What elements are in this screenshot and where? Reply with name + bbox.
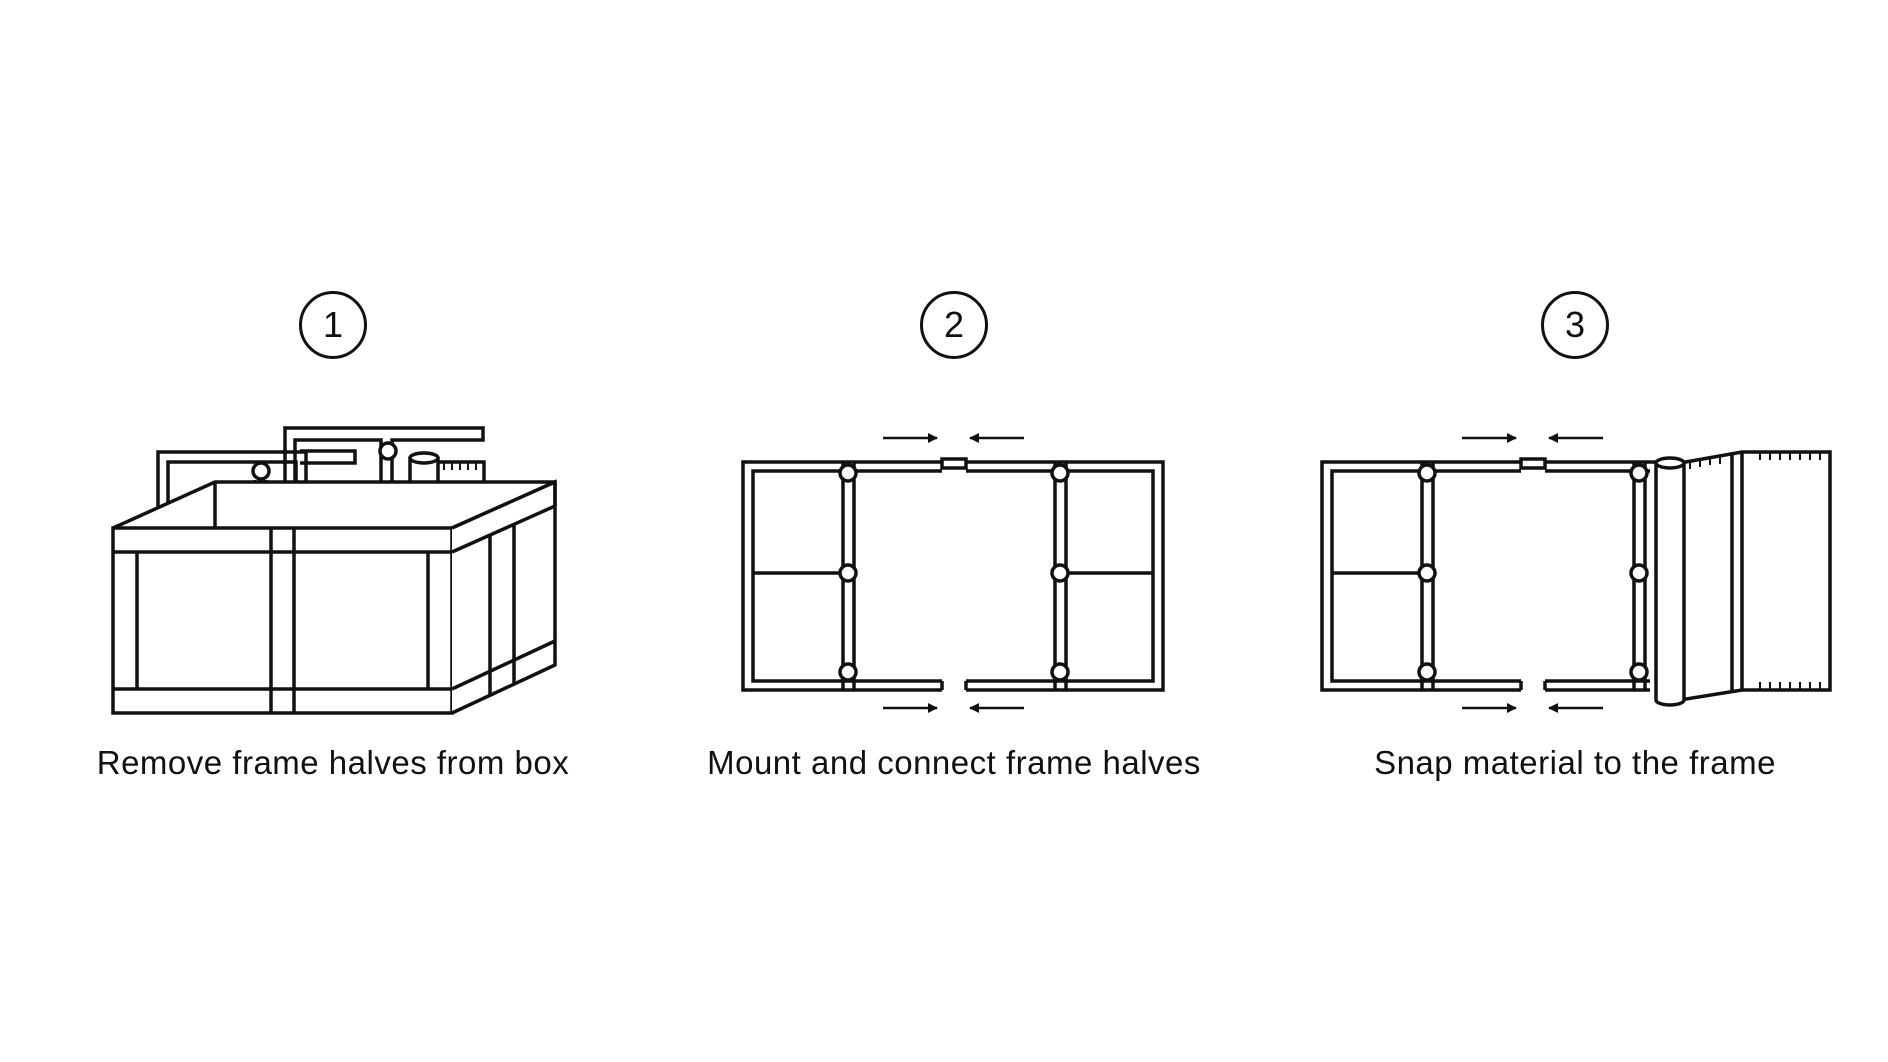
frame-halves-connecting-icon (741, 433, 1165, 713)
step-1-caption: Remove frame halves from box (96, 744, 570, 781)
step-3-caption: Snap material to the frame (1374, 744, 1776, 781)
step-1-number-badge: 1 (299, 291, 367, 359)
step-3-number-badge: 3 (1541, 291, 1609, 359)
frame-with-material-roll-icon (1320, 433, 1832, 713)
step-2-caption: Mount and connect frame halves (707, 744, 1201, 781)
crate-with-frame-parts-icon (111, 426, 557, 715)
step-2-number-badge: 2 (920, 291, 988, 359)
